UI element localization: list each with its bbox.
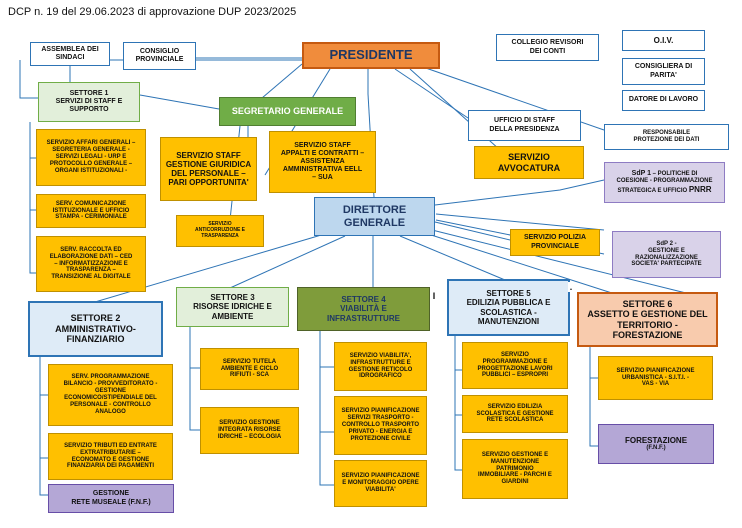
sdp1-label-a: SdP 1 (631, 170, 651, 178)
direttore-generale-box: DIRETTORE GENERALE (314, 197, 435, 236)
settore-1-box: SETTORE 1 SERVIZI DI STAFF E SUPPORTO (38, 82, 140, 122)
settore-2-service-programmazione-bilancio: SERV. PROGRAMMAZIONE BILANCIO - PROVVEDI… (48, 364, 173, 426)
settore-3-box: SETTORE 3 RISORSE IDRICHE E AMBIENTE (176, 287, 289, 327)
consiglio-provinciale-box: CONSIGLIO PROVINCIALE (123, 42, 196, 70)
servizio-avvocatura-box: SERVIZIO AVVOCATURA (474, 146, 584, 179)
sdp1-politiche-coesione-box: SdP 1 – POLITICHE DI COESIONE - PROGRAMM… (604, 162, 725, 203)
page-title: DCP n. 19 del 29.06.2023 di approvazione… (8, 6, 297, 18)
settore-4-box: SETTORE 4 VIABILITÀ E INFRASTRUTTURE (297, 287, 430, 331)
settore-4-service-viabilita: SERVIZIO VIABILITA', INFRASTRUTTURE E GE… (334, 342, 427, 391)
ufficio-staff-presidenza-box: UFFICIO DI STAFF DELLA PRESIDENZA (468, 110, 581, 141)
settore-1-service-raccolta-dati: SERV. RACCOLTA ED ELABORAZIONE DATI – CE… (36, 236, 146, 292)
settore-3-service-tutela-ambiente: SERVIZIO TUTELA AMBIENTE E CICLO RIFIUTI… (200, 348, 299, 390)
settore-4-service-trasporti: SERVIZIO PIANIFICAZIONE SERVIZI TRASPORT… (334, 396, 427, 455)
presidente-box: PRESIDENTE (302, 42, 440, 69)
responsabile-protezione-dati-box: RESPONSABILE PROTEZIONE DEI DATI (604, 124, 729, 150)
servizio-polizia-provinciale-box: SERVIZIO POLIZIA PROVINCIALE (510, 229, 600, 256)
settore-3-service-risorse-idriche: SERVIZIO GESTIONE INTEGRATA RISORSE IDRI… (200, 407, 299, 454)
oiv-box: O.I.V. (622, 30, 705, 51)
assemblea-dei-sindaci-box: ASSEMBLEA DEI SINDACI (30, 42, 110, 66)
settore-6-forestazione-box: FORESTAZIONE (F.N.F.) (598, 424, 714, 464)
settore-2-box: SETTORE 2 AMMINISTRATIVO- FINANZIARIO (28, 301, 163, 357)
servizio-anticorruzione-box: SERVIZIO ANTICORRUZIONE E TRASPARENZA (176, 215, 264, 247)
stray-dot-mark: . (568, 281, 574, 292)
sdp1-label-b: – POLITICHE DI COESIONE - PROGRAMMAZIONE… (616, 171, 713, 195)
settore-5-service-programmazione-lavori: SERVIZIO PROGRAMMAZIONE E PROGETTAZIONE … (462, 342, 568, 389)
segretario-generale-box: SEGRETARIO GENERALE (219, 97, 356, 126)
servizio-staff-appalti-box: SERVIZIO STAFF APPALTI E CONTRATTI – ASS… (269, 131, 376, 193)
sdp2-societa-partecipate-box: SdP 2 - GESTIONE E RAZIONALIZZAZIONE SOC… (612, 231, 721, 278)
settore-1-service-comunicazione: SERV. COMUNICAZIONE ISTITUZIONALE E UFFI… (36, 194, 146, 228)
settore-5-service-edilizia-scolastica: SERVIZIO EDILIZIA SCOLASTICA E GESTIONE … (462, 395, 568, 433)
settore-1-service-affari-generali: SERVIZIO AFFARI GENERALI – SEGRETERIA GE… (36, 129, 146, 186)
stray-bar-mark: I (430, 290, 438, 302)
consigliera-parita-box: CONSIGLIERA DI PARITA' (622, 58, 705, 85)
servizio-staff-giuridica-box: SERVIZIO STAFF GESTIONE GIURIDICA DEL PE… (160, 137, 257, 201)
forestazione-subtitle: (F.N.F.) (646, 445, 666, 452)
sdp1-label-c: PNRR (688, 185, 712, 195)
forestazione-title: FORESTAZIONE (624, 435, 688, 445)
settore-4-service-monitoraggio-opere: SERVIZIO PIANIFICAZIONE E MONITORAGGIO O… (334, 460, 427, 507)
settore-6-service-pianificazione-urbanistica: SERVIZIO PIANIFICAZIONE URBANISTICA - S.… (598, 356, 713, 400)
settore-5-box: SETTORE 5 EDILIZIA PUBBLICA E SCOLASTICA… (447, 279, 570, 336)
settore-6-box: SETTORE 6 ASSETTO E GESTIONE DEL TERRITO… (577, 292, 718, 347)
settore-2-gestione-rete-museale: GESTIONE RETE MUSEALE (F.N.F.) (48, 484, 174, 513)
datore-di-lavoro-box: DATORE DI LAVORO (622, 90, 705, 111)
settore-2-service-tributi: SERVIZIO TRIBUTI ED ENTRATE EXTRATRIBUTA… (48, 433, 173, 480)
collegio-revisori-box: COLLEGIO REVISORI DEI CONTI (496, 34, 599, 61)
settore-5-service-patrimonio: SERVIZIO GESTIONE E MANUTENZIONE PATRIMO… (462, 439, 568, 499)
